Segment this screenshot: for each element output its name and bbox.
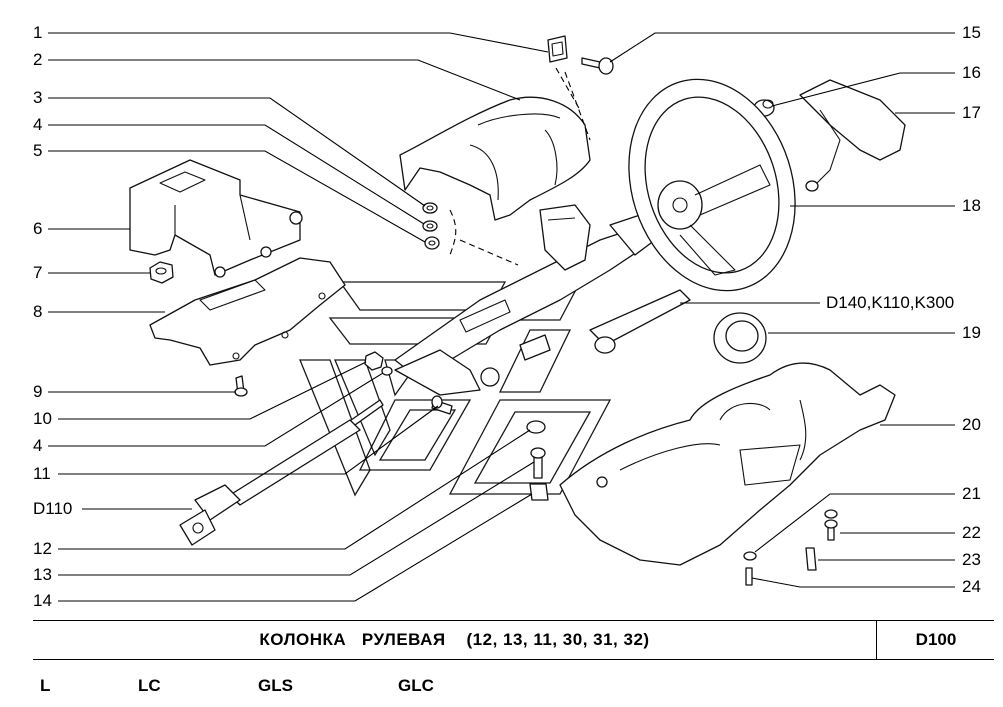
callout-label: 16 [962,63,981,82]
assembly-code: D100 [915,630,957,649]
nut-part-10 [364,351,384,371]
ring-part-19 [713,312,767,364]
washer-part-21b [743,551,757,561]
assembly-name: КОЛОНКА РУЛЕВАЯ [259,630,446,649]
bolt-part-14 [529,483,549,501]
clip-part-1 [547,35,568,63]
upper-shroud-part-2 [399,96,591,221]
horn-pad-part-17 [799,79,906,192]
washer-part-21 [824,509,838,519]
callout-label: 9 [33,382,42,401]
bolt-part-11 [431,395,453,415]
callout-label: 8 [33,302,42,321]
nut-part-4 [422,220,438,232]
callout-label: 11 [33,464,51,483]
title-bar: КОЛОНКА РУЛЕВАЯ (12, 13, 11, 30, 31, 32)… [33,620,994,660]
washer-part-4b [381,366,393,376]
trim-level: GLS [258,676,293,695]
assembly-arrow [459,239,519,266]
callout-label: 21 [962,484,981,503]
callout-label: 23 [962,550,981,569]
callout-label: 17 [962,103,981,122]
steering-wheel-part-18 [628,78,796,292]
assembly-refs: (12, 13, 11, 30, 31, 32) [466,630,650,649]
callout-label: 19 [962,323,981,342]
callout-label: 13 [33,565,52,584]
steering-column-body [394,204,691,396]
callout-label: 4 [33,436,42,455]
screw-part-24 [745,567,753,586]
callout-label: 1 [33,23,42,42]
callout-label: 3 [33,88,42,107]
callout-label: 10 [33,409,52,428]
trim-level: GLC [398,676,434,695]
exploded-parts-diagram: 1 2 3 4 5 6 7 8 9 10 4 11 D110 12 13 14 … [33,23,981,610]
assembly-arrow [564,71,591,141]
lower-shroud-part-20 [559,362,896,566]
callout-label: 20 [962,415,981,434]
washer-part-12 [526,420,546,434]
callout-label: 6 [33,219,42,238]
callout-label: 12 [33,539,52,558]
callout-label: 22 [962,523,981,542]
callout-label: D140,K110,K300 [826,293,954,312]
nut-part-7 [149,261,174,284]
screw-part-13 [530,447,546,479]
trim-level: L [40,676,51,695]
callout-label: 2 [33,50,42,69]
trim-level: LC [138,676,161,695]
bracket-part-6 [129,159,303,278]
callout-label: 15 [962,23,981,42]
assembly-title: КОЛОНКА РУЛЕВАЯ (12, 13, 11, 30, 31, 32) [33,621,877,659]
callout-label: 4 [33,115,42,134]
callouts-left: 1 2 3 4 5 6 7 8 9 10 4 11 D110 12 13 14 [33,23,549,610]
screw-part-15 [581,57,614,75]
callouts-right: 15 16 17 18 D140,K110,K300 19 20 21 22 2… [609,23,981,596]
callout-label: 5 [33,141,42,160]
nut-part-5 [424,236,440,250]
screw-part-9 [234,375,248,397]
callout-label: 14 [33,591,52,610]
callout-label: 18 [962,196,981,215]
plate-part-8 [149,257,346,366]
screw-part-22 [824,519,838,541]
assembly-arrow [449,209,457,256]
callout-label: D110 [33,499,72,518]
trim-levels: L LC GLS GLC [0,668,1003,704]
callout-label: 7 [33,263,42,282]
intermediate-shaft-D110 [179,399,384,546]
washer-part-3 [422,202,438,214]
bolt-part-23 [805,547,817,571]
callout-label: 24 [962,577,981,596]
